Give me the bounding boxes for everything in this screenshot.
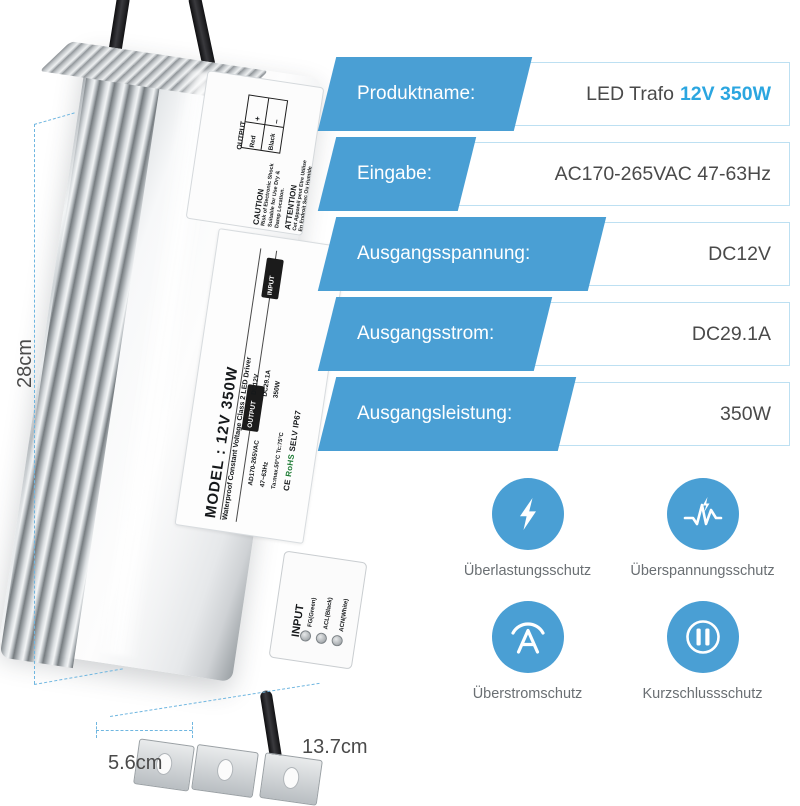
height-dimension-label: 28cm (14, 339, 36, 388)
spec-row-ausgangsstrom: Ausgangsstrom: DC29.1A (317, 297, 790, 371)
spec-key-label: Eingabe: (357, 163, 433, 184)
spec-row-ausgangsspannung: Ausgangsspannung: DC12V (317, 217, 790, 291)
depth-guide-line (96, 730, 192, 731)
bracket-hole (215, 758, 235, 783)
spec-value-text: LED Trafo (586, 82, 674, 105)
spec-key-label: Ausgangsleistung: (357, 403, 513, 424)
feature-ueberspannungsschutz: Überspannungsschutz (615, 478, 790, 579)
ampere-arc-icon (491, 601, 564, 673)
black-wire-label: Black (267, 132, 278, 151)
width-dimension-label: 13.7cm (302, 736, 368, 758)
spec-value-ausgangsleistung: 350W (720, 383, 771, 445)
spec-key-label: Produktname: (357, 83, 476, 104)
spec-value-produktname: LED Trafo 12V 350W (586, 63, 771, 125)
protection-features: Überlastungsschutz Überspannungsschutz Ü… (440, 478, 790, 702)
feature-ueberlastungsschutz: Überlastungsschutz (440, 478, 615, 579)
feature-label: Überlastungsschutz (463, 563, 592, 579)
spec-row-eingabe: Eingabe: AC170-265VAC 47-63Hz (317, 137, 790, 211)
mounting-bracket (191, 743, 259, 799)
spec-key-produktname: Produktname: (317, 57, 533, 131)
spec-value-text: AC170-265VAC 47-63Hz (554, 162, 771, 185)
polarity-table: + – Red Black (240, 94, 289, 154)
voltage-waveform-icon (666, 478, 739, 550)
spec-key-eingabe: Eingabe: (317, 137, 477, 211)
spec-value-text: DC29.1A (691, 322, 771, 345)
depth-guide-tick-right (192, 722, 193, 738)
spec-value-ausgangsstrom: DC29.1A (692, 303, 771, 365)
spec-value-text: DC12V (708, 242, 771, 265)
spec-value-text: 350W (720, 402, 771, 425)
input-plate-card (268, 550, 368, 670)
spec-value-accent: 12V 350W (679, 82, 771, 105)
spec-row-ausgangsleistung: Ausgangsleistung: 350W (317, 377, 790, 451)
output-tag-text: OUTPUT (246, 400, 258, 429)
lightning-bolt-icon (491, 478, 564, 550)
spec-row-produktname: Produktname: LED Trafo 12V 350W (317, 57, 790, 131)
input-tag-text: INPUT (266, 275, 277, 296)
feature-label: Überstromschutz (472, 686, 583, 702)
spec-key-ausgangsstrom: Ausgangsstrom: (317, 297, 553, 371)
plus-symbol: + (252, 115, 263, 122)
depth-guide-tick-left (96, 722, 97, 738)
depth-dimension-label: 5.6cm (108, 752, 163, 774)
feature-label: Kurzschlussschutz (642, 686, 763, 702)
output-plate: OUTPUT + – Red Black CAUTION Risk of Ele… (185, 70, 325, 236)
spec-key-label: Ausgangsstrom: (357, 323, 495, 344)
spec-key-ausgangsspannung: Ausgangsspannung: (317, 217, 607, 291)
spec-key-ausgangsleistung: Ausgangsleistung: (317, 377, 577, 451)
red-wire-label: Red (248, 135, 258, 149)
spec-value-eingabe: AC170-265VAC 47-63Hz (555, 143, 771, 205)
height-guide-line (34, 124, 35, 684)
product-photo: OUTPUT + – Red Black CAUTION Risk of Ele… (0, 0, 368, 806)
minus-symbol: – (271, 118, 282, 125)
mounting-bracket (259, 752, 323, 806)
feature-label: Überspannungsschutz (630, 563, 775, 579)
input-terminal-plate: INPUT FG(Green) ACL(Black) ACN(White) (268, 550, 368, 670)
ce-mark: CE (281, 478, 293, 492)
bracket-hole (281, 766, 301, 791)
specification-table: Produktname: LED Trafo 12V 350W Eingabe:… (317, 57, 790, 462)
feature-ueberstromschutz: Überstromschutz (440, 601, 615, 702)
short-circuit-icon (666, 601, 739, 673)
feature-kurzschlussschutz: Kurzschlussschutz (615, 601, 790, 702)
spec-key-label: Ausgangsspannung: (357, 243, 531, 264)
spec-value-ausgangsspannung: DC12V (708, 223, 771, 285)
